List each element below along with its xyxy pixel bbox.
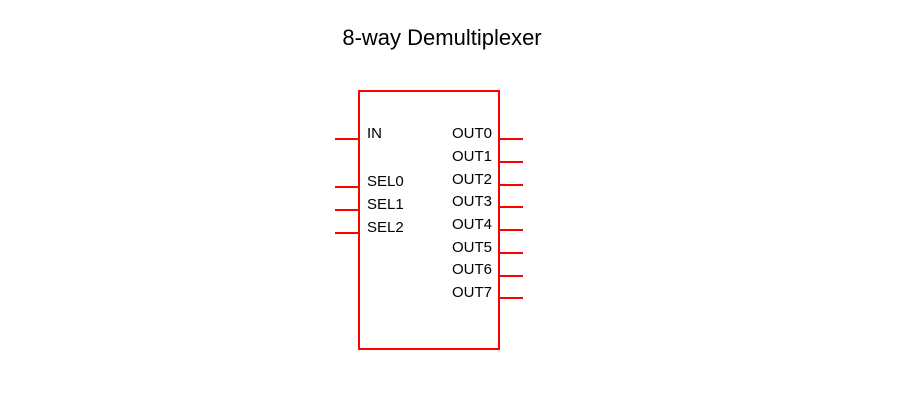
page-title: 8-way Demultiplexer: [0, 24, 916, 52]
pin-wire-sel2[interactable]: [335, 232, 360, 234]
pin-label-sel0: SEL0: [367, 173, 404, 190]
pin-wire-out7[interactable]: [498, 297, 523, 299]
pin-wire-out5[interactable]: [498, 252, 523, 254]
pin-wire-out6[interactable]: [498, 275, 523, 277]
pin-label-out6: OUT6: [451, 261, 492, 278]
pin-wire-out1[interactable]: [498, 161, 523, 163]
pin-label-sel2: SEL2: [367, 219, 404, 236]
pin-label-out5: OUT5: [451, 239, 492, 256]
pin-label-sel1: SEL1: [367, 196, 404, 213]
pin-label-out1: OUT1: [451, 148, 492, 165]
pin-wire-in[interactable]: [335, 138, 360, 140]
pin-label-out0: OUT0: [451, 125, 492, 142]
pin-label-out2: OUT2: [451, 171, 492, 188]
page-title-text: 8-way Demultiplexer: [342, 25, 542, 50]
pin-wire-out3[interactable]: [498, 206, 523, 208]
pin-label-out7: OUT7: [451, 284, 492, 301]
pin-wire-out0[interactable]: [498, 138, 523, 140]
pin-wire-out2[interactable]: [498, 184, 523, 186]
pin-label-in: IN: [367, 125, 382, 142]
demultiplexer-block-outline: [358, 90, 500, 350]
pin-label-out3: OUT3: [451, 193, 492, 210]
pin-wire-sel1[interactable]: [335, 209, 360, 211]
pin-wire-out4[interactable]: [498, 229, 523, 231]
pin-wire-sel0[interactable]: [335, 186, 360, 188]
pin-label-out4: OUT4: [451, 216, 492, 233]
